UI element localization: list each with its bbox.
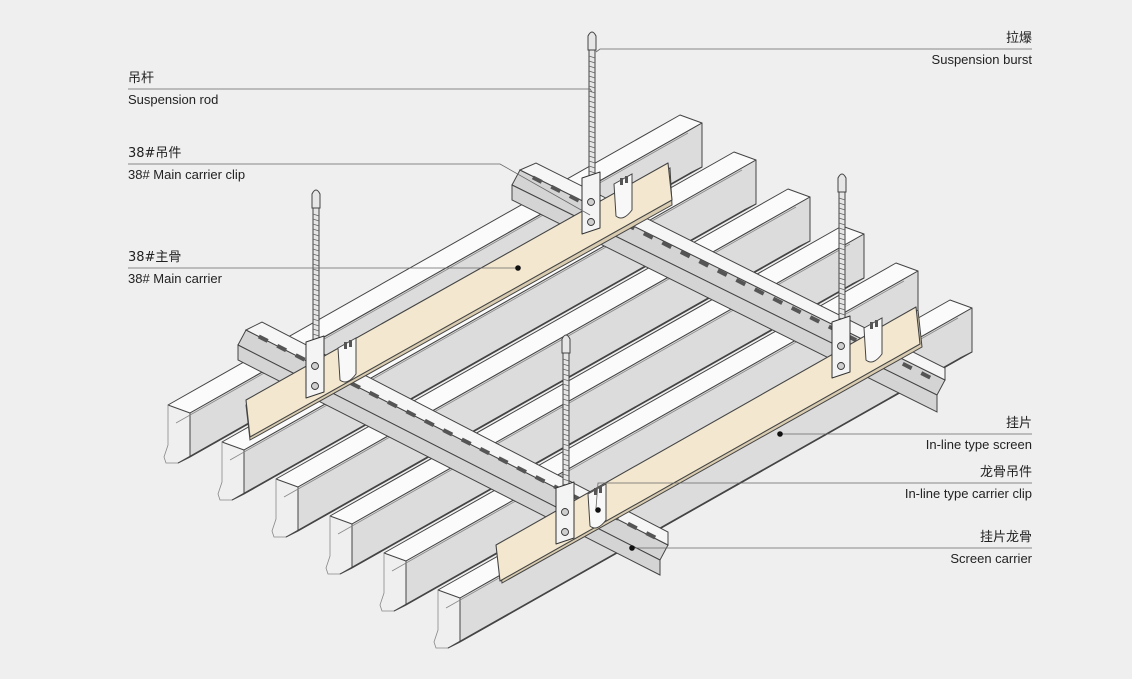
carrier-slot [534, 475, 546, 484]
inline-carrier-clip [863, 317, 883, 363]
carrier-slot [460, 437, 472, 446]
label-main-carrier-clip: 38#吊件 38# Main carrier clip [128, 146, 245, 183]
carrier-clips [305, 171, 883, 545]
carrier-slot [772, 296, 784, 305]
clip-bolt [561, 528, 569, 536]
main-carrier-clip [555, 481, 575, 545]
label-main-carrier-clip-en: 38# Main carrier clip [128, 167, 246, 182]
carrier-slot [531, 175, 543, 184]
carrier-slot [698, 259, 710, 268]
carrier-slot [790, 306, 802, 315]
label-main-carrier-cn: 38#主骨 [128, 250, 182, 265]
clip-slot [870, 322, 873, 329]
carrier-slot [442, 428, 454, 437]
carrier-slot [716, 268, 728, 277]
inline-carrier-clip [337, 337, 357, 383]
carrier-slot [294, 353, 306, 362]
label-inline-carrier-clip-en: In-line type carrier clip [904, 486, 1032, 501]
carrier-slot [901, 361, 913, 371]
main-carrier-clip [305, 335, 325, 399]
clip-bolt [311, 362, 319, 370]
carrier-slot [479, 446, 491, 456]
label-suspension-rod: 吊杆 Suspension rod [128, 71, 218, 108]
clip-bolt [837, 362, 845, 370]
carrier-slot [387, 400, 398, 409]
carrier-slot [423, 418, 435, 428]
carrier-slot [350, 381, 361, 390]
carrier-slot [626, 521, 638, 531]
clip-bolt [311, 382, 319, 390]
label-suspension-burst-en: Suspension burst [931, 52, 1032, 67]
suspension-burst-anchor [311, 189, 321, 209]
suspension-burst-anchor [587, 31, 597, 51]
carrier-slot [679, 250, 691, 259]
inline-carrier-clip [587, 483, 607, 529]
leader-lines [128, 48, 1032, 551]
carrier-slot [661, 240, 673, 249]
clip-slot [620, 178, 623, 185]
clip-slot [875, 320, 878, 327]
label-suspension-rod-en: Suspension rod [128, 92, 219, 107]
clip-bolt [561, 508, 569, 516]
carrier-slot [276, 343, 288, 353]
label-suspension-burst-cn: 拉爆 [1005, 31, 1032, 46]
clip-bolt [587, 198, 595, 206]
clip-slot [625, 176, 628, 183]
carrier-slot [920, 371, 932, 380]
label-inline-screen-en: In-line type screen [925, 437, 1032, 452]
label-inline-screen: 挂片 In-line type screen [926, 416, 1032, 453]
carrier-slot [735, 278, 747, 287]
main-carrier-clip [581, 171, 601, 235]
label-screen-carrier: 挂片龙骨 Screen carrier [950, 530, 1032, 567]
carrier-slot [497, 456, 509, 465]
label-suspension-rod-cn: 吊杆 [128, 71, 155, 86]
suspension-burst-anchor [561, 334, 571, 354]
clip-slot [599, 486, 602, 493]
clip-slot [344, 342, 347, 349]
label-inline-carrier-clip-cn: 龙骨吊件 [979, 465, 1032, 480]
label-inline-carrier-clip: 龙骨吊件 In-line type carrier clip [905, 465, 1032, 502]
clip-slot [594, 488, 597, 495]
label-screen-carrier-en: Screen carrier [950, 551, 1032, 566]
carrier-slot [642, 231, 654, 240]
carrier-slot [368, 390, 380, 399]
suspension-burst-anchor [837, 173, 847, 193]
main-carrier-clip [831, 315, 851, 379]
label-main-carrier: 38#主骨 38# Main carrier [128, 250, 222, 287]
carrier-slot [257, 334, 269, 343]
carrier-slot [809, 315, 821, 324]
clip-bolt [837, 342, 845, 350]
label-screen-carrier-cn: 挂片龙骨 [979, 530, 1032, 545]
label-suspension-burst: 拉爆 Suspension burst [932, 31, 1032, 68]
label-main-carrier-clip-cn: 38#吊件 [128, 146, 182, 161]
carrier-slot [645, 531, 657, 540]
clip-slot [349, 340, 352, 347]
carrier-slot [550, 184, 562, 194]
carrier-slot [568, 194, 580, 203]
carrier-slot [405, 409, 417, 418]
label-main-carrier-en: 38# Main carrier [128, 271, 222, 286]
label-inline-screen-cn: 挂片 [1005, 416, 1032, 431]
clip-bolt [587, 218, 595, 226]
carrier-slot [516, 465, 527, 474]
carrier-slot [753, 287, 765, 296]
inline-carrier-clip [613, 173, 633, 219]
